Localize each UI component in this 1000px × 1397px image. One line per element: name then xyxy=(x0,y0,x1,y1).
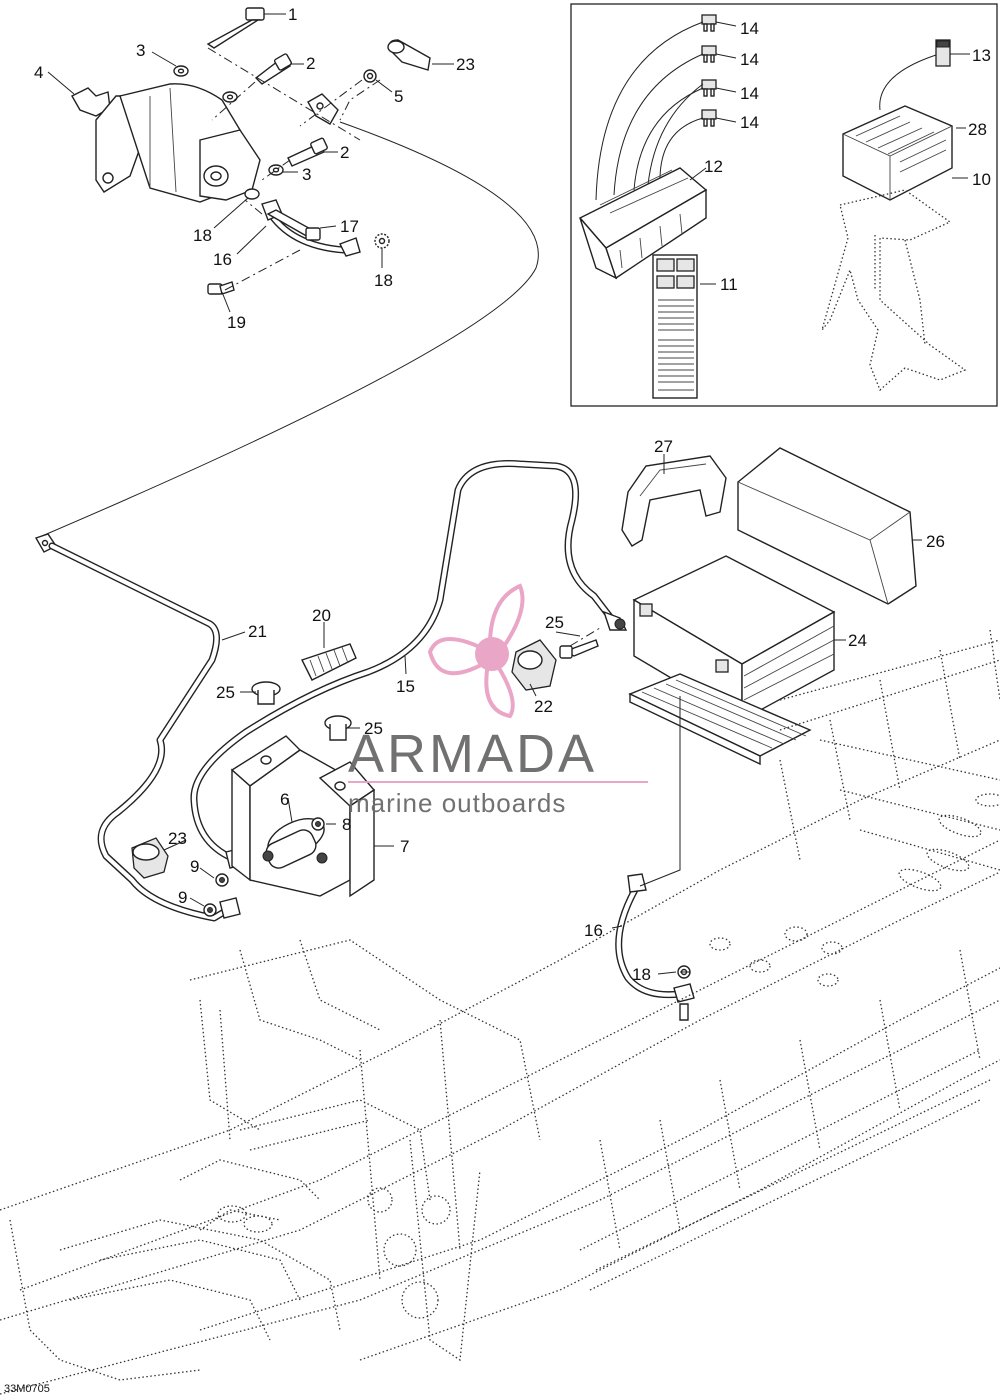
callout-24: 24 xyxy=(848,631,867,650)
callout-1: 1 xyxy=(288,5,297,24)
callout-18: 18 xyxy=(193,226,212,245)
battery-tray-mat xyxy=(628,673,812,766)
callout-15: 15 xyxy=(396,677,415,696)
callout-28: 28 xyxy=(968,120,987,139)
callout-25: 25 xyxy=(216,683,235,702)
fuse-holder xyxy=(578,167,708,280)
callout-2: 2 xyxy=(306,54,315,73)
callout-8: 8 xyxy=(342,815,351,834)
callout-labels: 1 3 4 2 23 5 2 3 18 17 16 18 19 14 14 14… xyxy=(34,5,991,984)
callout-13: 13 xyxy=(972,46,991,65)
leader-lines xyxy=(47,13,970,975)
relay xyxy=(935,39,951,67)
callout-9: 9 xyxy=(178,888,187,907)
callout-12: 12 xyxy=(704,157,723,176)
callout-14: 14 xyxy=(740,113,759,132)
callout-2: 2 xyxy=(340,143,349,162)
bolt xyxy=(206,7,265,49)
callout-16: 16 xyxy=(584,921,603,940)
watermark-tagline: marine outboards xyxy=(348,788,566,818)
callout-14: 14 xyxy=(740,50,759,69)
callout-18: 18 xyxy=(632,965,651,984)
callout-14: 14 xyxy=(740,19,759,38)
chassis-frame xyxy=(0,629,1000,1395)
callout-7: 7 xyxy=(400,837,409,856)
fuse-box-inset-frame xyxy=(570,3,998,407)
callout-19: 19 xyxy=(227,313,246,332)
fuse-label-card xyxy=(652,254,698,399)
battery-strap xyxy=(621,455,727,547)
callout-11: 11 xyxy=(720,275,738,294)
callout-3: 3 xyxy=(302,165,311,184)
callout-6: 6 xyxy=(280,790,289,809)
fuse-block xyxy=(842,54,953,201)
callout-20: 20 xyxy=(312,606,331,625)
terminal-cap xyxy=(251,681,352,741)
callout-16: 16 xyxy=(213,250,232,269)
callout-5: 5 xyxy=(394,87,403,106)
callout-26: 26 xyxy=(926,532,945,551)
callout-17: 17 xyxy=(340,217,359,236)
starter-motor xyxy=(71,83,261,203)
starter-solenoid xyxy=(262,817,328,869)
watermark: ARMADA marine outboards xyxy=(348,583,648,818)
callout-14: 14 xyxy=(740,84,759,103)
callout-23: 23 xyxy=(168,829,187,848)
callout-22: 22 xyxy=(534,697,553,716)
callout-25: 25 xyxy=(545,613,564,632)
figure-code: 33M0705 xyxy=(4,1383,50,1395)
fuse-stack xyxy=(595,14,717,201)
spring-sleeve xyxy=(301,643,357,681)
callout-3: 3 xyxy=(136,41,145,60)
callout-21: 21 xyxy=(248,622,267,641)
callout-27: 27 xyxy=(654,437,673,456)
callout-18: 18 xyxy=(374,271,393,290)
frame-holes xyxy=(217,793,1000,1319)
callout-10: 10 xyxy=(972,170,991,189)
starter-cable xyxy=(34,533,241,922)
callout-9: 9 xyxy=(190,857,199,876)
callout-23: 23 xyxy=(456,55,475,74)
watermark-brand: ARMADA xyxy=(348,724,597,784)
propeller-logo xyxy=(427,583,525,719)
callout-25: 25 xyxy=(364,719,383,738)
callout-4: 4 xyxy=(34,63,43,82)
